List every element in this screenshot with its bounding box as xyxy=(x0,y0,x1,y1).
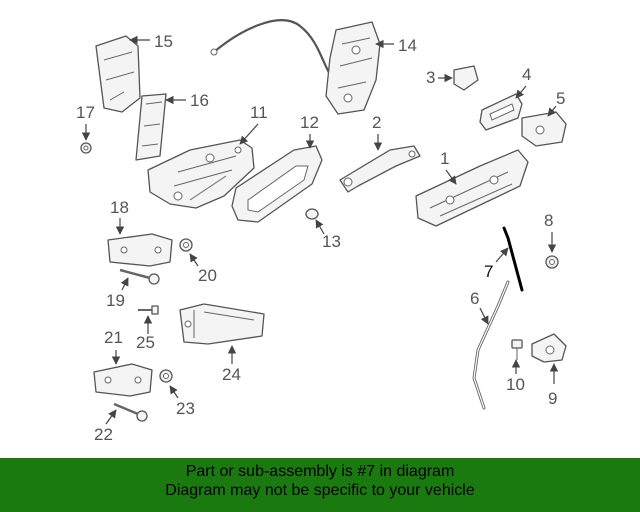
callout-8: 8 xyxy=(544,211,557,253)
svg-text:2: 2 xyxy=(372,113,381,132)
callout-18: 18 xyxy=(110,198,129,235)
part-23-nut xyxy=(159,369,173,383)
callout-11: 11 xyxy=(239,103,268,145)
svg-text:3: 3 xyxy=(426,68,435,87)
part-16-seal-strip xyxy=(135,93,167,161)
callout-5: 5 xyxy=(547,89,565,117)
part-9-bracket xyxy=(531,333,567,363)
part-21-lower-hinge xyxy=(93,363,153,397)
part-5-bracket xyxy=(521,111,567,147)
part-4-escutcheon xyxy=(479,93,523,131)
svg-text:24: 24 xyxy=(222,365,241,384)
info-banner: Part or sub-assembly is #7 in diagram Di… xyxy=(0,458,640,512)
svg-text:6: 6 xyxy=(470,289,479,308)
callout-4: 4 xyxy=(515,65,531,99)
svg-text:20: 20 xyxy=(198,266,217,285)
svg-text:4: 4 xyxy=(522,65,531,84)
svg-text:13: 13 xyxy=(322,232,341,251)
part-25-screw xyxy=(138,305,159,315)
part-19-hinge-bolt xyxy=(119,268,160,285)
part-3-cap xyxy=(453,65,479,91)
part-24-door-check xyxy=(179,303,265,345)
callout-9: 9 xyxy=(548,363,559,408)
part-17-screw xyxy=(80,142,92,154)
callout-10: 10 xyxy=(506,359,525,394)
part-20-nut xyxy=(179,238,193,252)
callout-17: 17 xyxy=(76,103,95,141)
svg-text:18: 18 xyxy=(110,198,129,217)
banner-line-part-info: Part or sub-assembly is #7 in diagram xyxy=(185,463,455,480)
part-6-rod xyxy=(472,280,510,410)
parts-diagram: 15 16 17 11 12 13 xyxy=(76,19,567,444)
svg-text:8: 8 xyxy=(544,211,553,230)
part-2-outside-handle xyxy=(339,145,421,193)
callout-19: 19 xyxy=(106,277,129,310)
svg-text:10: 10 xyxy=(506,375,525,394)
svg-text:7: 7 xyxy=(484,262,493,281)
callout-13: 13 xyxy=(315,219,341,251)
banner-line-disclaimer: Diagram may not be specific to your vehi… xyxy=(165,482,475,499)
svg-text:11: 11 xyxy=(250,103,268,122)
part-10-bolt xyxy=(511,339,523,360)
part-7-link-rod xyxy=(502,226,524,292)
callout-1: 1 xyxy=(440,149,457,185)
callout-3: 3 xyxy=(426,68,453,87)
svg-text:12: 12 xyxy=(300,113,319,132)
svg-text:9: 9 xyxy=(548,389,557,408)
callout-15: 15 xyxy=(129,32,173,51)
callout-6: 6 xyxy=(470,289,489,325)
callout-2: 2 xyxy=(372,113,383,151)
svg-text:5: 5 xyxy=(556,89,565,108)
part-8-grommet xyxy=(545,255,559,269)
callout-14: 14 xyxy=(375,36,417,55)
part-13-clip xyxy=(305,208,319,220)
callout-12: 12 xyxy=(300,113,319,149)
part-18-upper-hinge xyxy=(107,233,173,267)
part-14-latch-assembly xyxy=(210,19,381,115)
svg-text:21: 21 xyxy=(104,328,123,347)
callout-23: 23 xyxy=(169,385,195,418)
svg-text:16: 16 xyxy=(190,91,209,110)
svg-text:1: 1 xyxy=(440,149,449,168)
part-11-handle-carrier xyxy=(147,139,255,209)
callout-25: 25 xyxy=(136,315,155,352)
part-15-bracket-cover xyxy=(95,35,141,113)
svg-text:15: 15 xyxy=(154,32,173,51)
part-1-handle-frame xyxy=(415,149,529,227)
callout-7: 7 xyxy=(484,247,509,281)
svg-text:23: 23 xyxy=(176,399,195,418)
part-22-hinge-bolt xyxy=(113,402,148,422)
callout-22: 22 xyxy=(94,409,117,444)
svg-text:14: 14 xyxy=(398,36,417,55)
svg-text:22: 22 xyxy=(94,425,113,444)
callout-21: 21 xyxy=(104,328,123,365)
callout-16: 16 xyxy=(165,91,209,110)
svg-text:17: 17 xyxy=(76,103,95,122)
part-12-inside-handle xyxy=(231,145,323,223)
callout-24: 24 xyxy=(222,345,241,384)
svg-text:25: 25 xyxy=(136,333,155,352)
callout-20: 20 xyxy=(189,253,217,285)
svg-text:19: 19 xyxy=(106,291,125,310)
